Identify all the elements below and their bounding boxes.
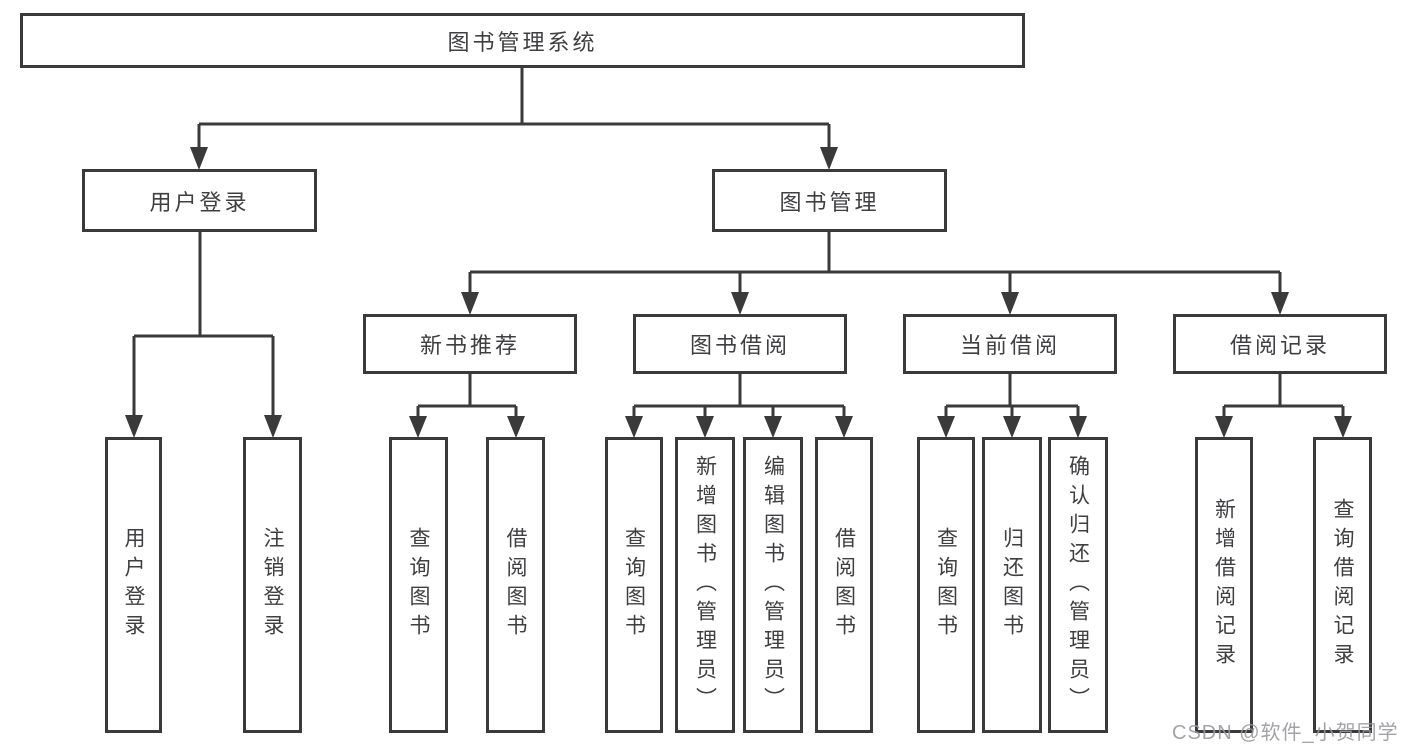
node-new-book-recommend: 新书推荐	[363, 314, 577, 374]
csdn-watermark: CSDN @软件_小贺同学	[1172, 722, 1399, 744]
leaf-borrow-books: 借阅图书	[815, 437, 873, 733]
leaf-return-books: 归还图书	[982, 437, 1042, 733]
leaf-confirm-return-admin: 确认归还（管理员）	[1048, 437, 1108, 733]
arrowheads	[125, 147, 1352, 438]
leaf-query-books-current: 查询图书	[917, 437, 975, 733]
node-book-management: 图书管理	[712, 169, 947, 232]
leaf-borrow-books-recommend: 借阅图书	[486, 437, 545, 733]
leaf-add-borrow-record: 新增借阅记录	[1195, 437, 1253, 733]
node-user-login: 用户登录	[82, 169, 317, 232]
leaf-edit-books-admin: 编辑图书（管理员）	[743, 437, 803, 733]
node-borrowing-records: 借阅记录	[1173, 314, 1387, 374]
leaf-logout: 注销登录	[243, 437, 302, 733]
leaf-query-books-borrow: 查询图书	[605, 437, 663, 733]
leaf-user-login: 用户登录	[105, 437, 162, 733]
leaf-query-borrow-record: 查询借阅记录	[1313, 437, 1372, 733]
node-library-management-system: 图书管理系统	[20, 13, 1025, 68]
node-current-borrowing: 当前借阅	[903, 314, 1117, 374]
leaf-query-books-recommend: 查询图书	[389, 437, 448, 733]
node-book-borrowing: 图书借阅	[633, 314, 847, 374]
leaf-add-books-admin: 新增图书（管理员）	[675, 437, 735, 733]
